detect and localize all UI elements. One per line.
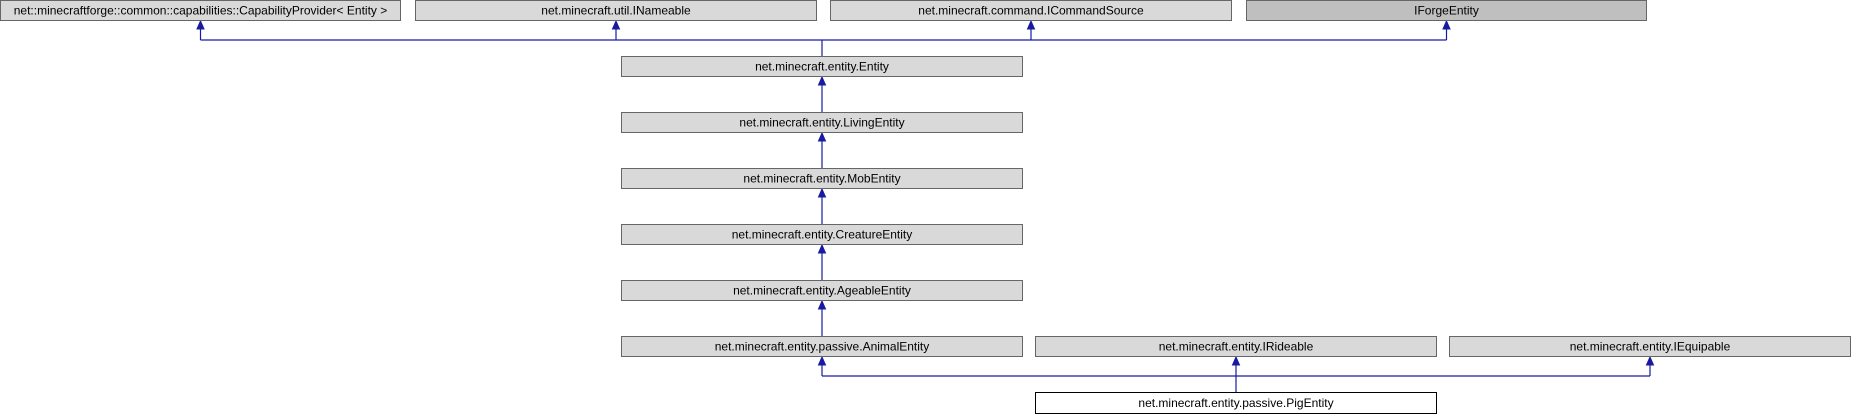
arrowhead-ageableentity-to-creatureentity [817,243,827,254]
class-node-entity[interactable]: net.minecraft.entity.Entity [621,56,1023,77]
class-node-iequipable[interactable]: net.minecraft.entity.IEquipable [1449,336,1851,357]
class-node-box-pigentity [1035,392,1437,414]
class-node-box-ageableentity [621,280,1023,301]
arrowhead-entity-to-capabilityprovider [196,19,205,30]
arrowhead-pigentity-to-animalentity [817,355,827,366]
arrowhead-entity-to-icommandsource [1026,19,1036,30]
class-node-box-icommandsource [830,0,1232,21]
class-node-irideable[interactable]: net.minecraft.entity.IRideable [1035,336,1437,357]
class-node-label-entity: net.minecraft.entity.Entity [755,60,889,74]
class-node-label-iforgeentity: IForgeEntity [1414,4,1479,18]
class-node-label-ageableentity: net.minecraft.entity.AgeableEntity [733,284,911,298]
arrowhead-animalentity-to-ageableentity [817,299,827,310]
arrowhead-pigentity-to-irideable [1231,355,1241,366]
class-node-icommandsource[interactable]: net.minecraft.command.ICommandSource [830,0,1232,21]
class-node-box-entity [621,56,1023,77]
class-node-box-irideable [1035,336,1437,357]
class-node-box-creatureentity [621,224,1023,245]
class-node-label-livingentity: net.minecraft.entity.LivingEntity [739,116,904,130]
edges-layer [196,19,1655,392]
class-node-box-livingentity [621,112,1023,133]
arrowhead-livingentity-to-entity [817,75,827,86]
class-node-box-capabilityprovider [0,0,401,21]
class-node-box-inameable [415,0,817,21]
class-node-box-iforgeentity [1246,0,1647,21]
class-node-label-inameable: net.minecraft.util.INameable [541,4,691,18]
class-node-mobentity[interactable]: net.minecraft.entity.MobEntity [621,168,1023,189]
class-node-label-creatureentity: net.minecraft.entity.CreatureEntity [732,228,913,242]
class-node-label-animalentity: net.minecraft.entity.passive.AnimalEntit… [715,340,930,354]
class-node-inameable[interactable]: net.minecraft.util.INameable [415,0,817,21]
arrowhead-entity-to-iforgeentity [1442,19,1451,30]
class-node-iforgeentity[interactable]: IForgeEntity [1246,0,1647,21]
arrowhead-mobentity-to-livingentity [817,131,827,142]
class-node-livingentity[interactable]: net.minecraft.entity.LivingEntity [621,112,1023,133]
class-node-box-animalentity [621,336,1023,357]
arrowhead-entity-to-inameable [611,19,621,30]
class-node-label-iequipable: net.minecraft.entity.IEquipable [1570,340,1731,354]
class-node-pigentity: net.minecraft.entity.passive.PigEntity [1035,392,1437,414]
arrowhead-pigentity-to-iequipable [1645,355,1655,366]
class-node-label-irideable: net.minecraft.entity.IRideable [1159,340,1314,354]
class-node-label-icommandsource: net.minecraft.command.ICommandSource [918,4,1144,18]
class-node-label-mobentity: net.minecraft.entity.MobEntity [743,172,900,186]
arrowhead-creatureentity-to-mobentity [817,187,827,198]
class-node-animalentity[interactable]: net.minecraft.entity.passive.AnimalEntit… [621,336,1023,357]
class-node-label-pigentity: net.minecraft.entity.passive.PigEntity [1138,396,1333,410]
class-node-box-iequipable [1449,336,1851,357]
class-node-ageableentity[interactable]: net.minecraft.entity.AgeableEntity [621,280,1023,301]
class-node-label-capabilityprovider: net::minecraftforge::common::capabilitie… [14,4,388,18]
class-node-capabilityprovider[interactable]: net::minecraftforge::common::capabilitie… [0,0,401,21]
class-node-creatureentity[interactable]: net.minecraft.entity.CreatureEntity [621,224,1023,245]
class-node-box-mobentity [621,168,1023,189]
